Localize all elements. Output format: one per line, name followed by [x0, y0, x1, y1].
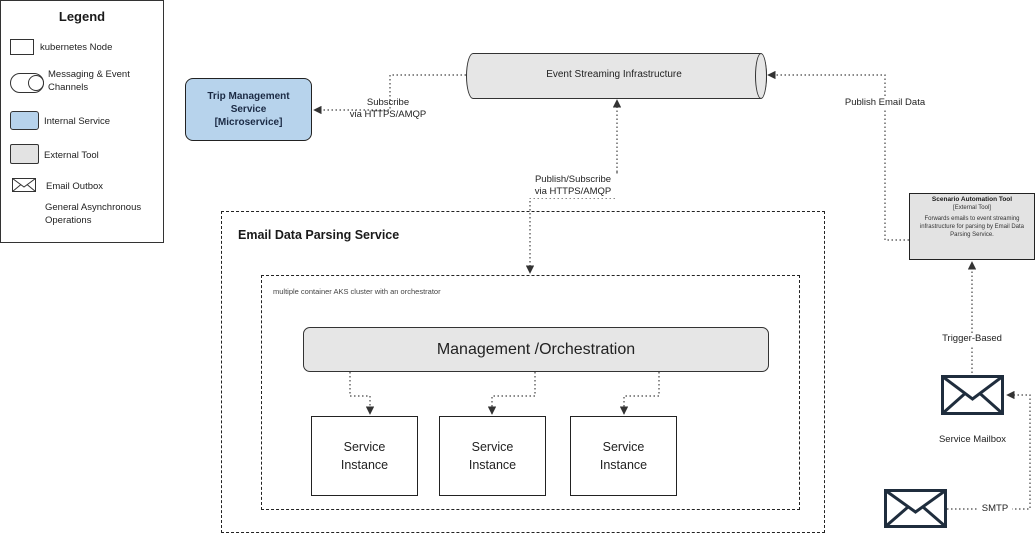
scenario-tool-subtitle: [External Tool] — [953, 205, 991, 211]
legend-label-external-tool: External Tool — [44, 150, 99, 161]
legend-label-kubernetes-node: kubernetes Node — [40, 42, 113, 53]
subscribe-label: Subscribe via HTTPS/AMQP — [349, 97, 427, 120]
trigger-based-label: Trigger-Based — [932, 333, 1012, 345]
service-instance-2: Service Instance — [439, 416, 546, 496]
legend-label-async-operations: General Asynchronous Operations — [45, 202, 142, 226]
scenario-tool-description: Forwards emails to event streaming infra… — [919, 216, 1025, 238]
legend-label-email-outbox: Email Outbox — [46, 181, 104, 192]
service-mailbox-label: Service Mailbox — [938, 434, 1007, 445]
trip-management-service: Trip Management Service [Microservice] — [185, 78, 312, 141]
service-instance-1: Service Instance — [311, 416, 418, 496]
event-streaming-infrastructure — [466, 53, 767, 99]
scenario-automation-tool: Scenario Automation Tool [External Tool]… — [909, 193, 1035, 260]
management-orchestration: Management /Orchestration — [303, 327, 769, 372]
service-instance-3: Service Instance — [570, 416, 677, 496]
publish-subscribe-label: Publish/Subscribe via HTTPS/AMQP — [513, 174, 633, 198]
legend-label-channels: Messaging & Event Channels — [48, 69, 130, 93]
external-tool-swatch — [10, 144, 39, 164]
envelope-icon — [12, 178, 36, 192]
aks-cluster-label: multiple container AKS cluster with an o… — [273, 287, 441, 296]
publish-email-data-label: Publish Email Data — [832, 97, 938, 109]
kubernetes-node-swatch — [10, 39, 34, 55]
aks-cluster — [261, 275, 800, 510]
event-streaming-cylinder-cap — [755, 53, 767, 99]
email-outbox-envelope-icon — [884, 489, 947, 528]
scenario-tool-title: Scenario Automation Tool — [931, 196, 1013, 203]
internal-service-swatch — [10, 111, 39, 130]
service-mailbox-envelope-icon — [941, 375, 1004, 415]
channel-swatch — [10, 73, 44, 93]
legend-label-internal-service: Internal Service — [44, 116, 111, 127]
legend-title: Legend — [58, 9, 106, 24]
email-data-parsing-service-title: Email Data Parsing Service — [238, 228, 400, 242]
smtp-label: SMTP — [978, 503, 1012, 515]
event-streaming-label: Event Streaming Infrastructure — [546, 69, 682, 80]
email-data-parsing-service — [221, 211, 825, 533]
